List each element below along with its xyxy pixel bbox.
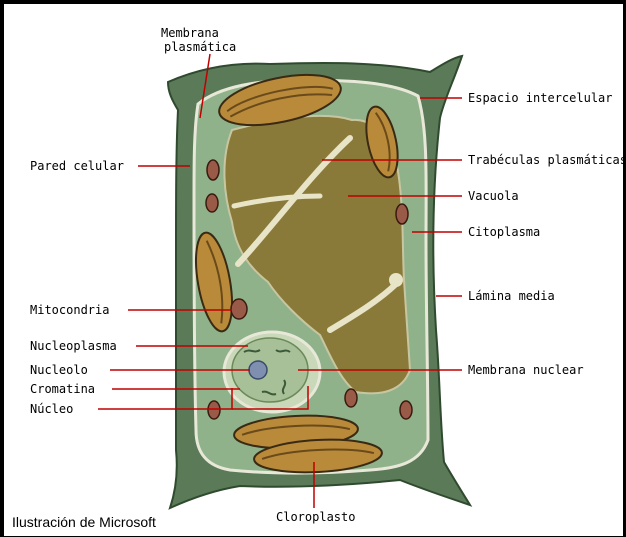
label-nucleolo: Nucleolo — [30, 363, 88, 377]
label-vacuola: Vacuola — [468, 189, 519, 203]
label-pared-celular: Pared celular — [30, 159, 124, 173]
mitochondrion-6 — [345, 389, 357, 407]
nucleolus — [249, 361, 267, 379]
label-nucleoplasma: Nucleoplasma — [30, 339, 117, 353]
label-lamina-media: Lámina media — [468, 289, 555, 303]
label-nucleo: Núcleo — [30, 402, 73, 416]
label-trabeculas-plasmaticas: Trabéculas plasmáticas — [468, 153, 626, 167]
mitochondrion-1 — [207, 160, 219, 180]
label-mitocondria: Mitocondria — [30, 303, 109, 317]
label-cloroplasto: Cloroplasto — [276, 510, 355, 524]
label-membrana-plasmatica-line1: Membrana — [161, 26, 219, 40]
credit-text: Ilustración de Microsoft — [12, 514, 156, 530]
mitochondrion-2 — [206, 194, 218, 212]
label-cromatina: Cromatina — [30, 382, 95, 396]
label-espacio-intercelular: Espacio intercelular — [468, 91, 613, 105]
mitochondrion-4 — [231, 299, 247, 319]
label-membrana-plasmatica-line2: plasmática — [164, 40, 236, 54]
mitochondrion-5 — [208, 401, 220, 419]
label-membrana-nuclear: Membrana nuclear — [468, 363, 584, 377]
mitochondrion-3 — [396, 204, 408, 224]
mitochondrion-7 — [400, 401, 412, 419]
label-citoplasma: Citoplasma — [468, 225, 540, 239]
